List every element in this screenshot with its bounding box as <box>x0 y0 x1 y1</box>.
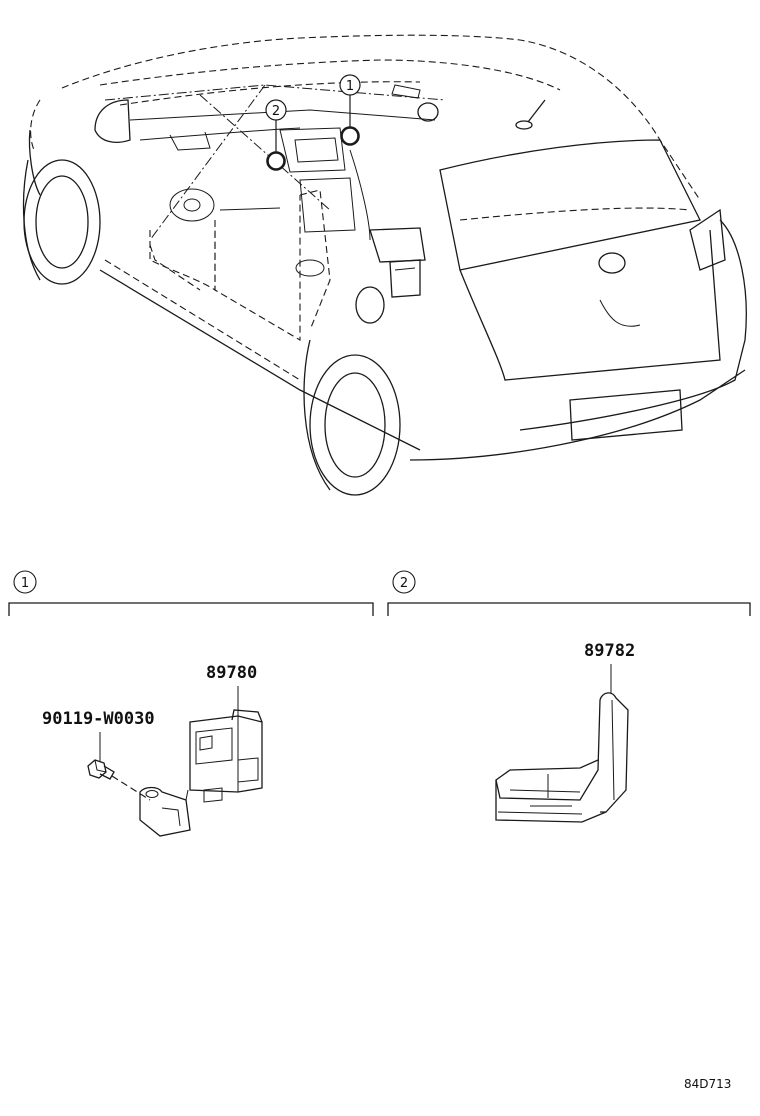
svg-text:1: 1 <box>21 576 29 591</box>
part-number-89780[interactable]: 89780 <box>206 663 257 683</box>
section-1: 1 <box>8 570 374 616</box>
bracket-89782-drawing <box>495 692 629 823</box>
part-number-89782[interactable]: 89782 <box>584 641 635 661</box>
callout-1: 1 <box>339 74 361 146</box>
car-illustration <box>22 34 747 496</box>
svg-text:2: 2 <box>400 576 408 591</box>
module-89780-drawing <box>139 709 263 837</box>
part-number-90119-W0030[interactable]: 90119-W0030 <box>42 709 155 729</box>
svg-text:1: 1 <box>346 79 354 94</box>
callout-2: 2 <box>265 99 287 171</box>
section-2: 2 <box>387 570 751 616</box>
diagram-code: 84D713 <box>684 1077 731 1091</box>
svg-text:2: 2 <box>272 104 280 119</box>
bolt-drawing <box>87 759 151 801</box>
